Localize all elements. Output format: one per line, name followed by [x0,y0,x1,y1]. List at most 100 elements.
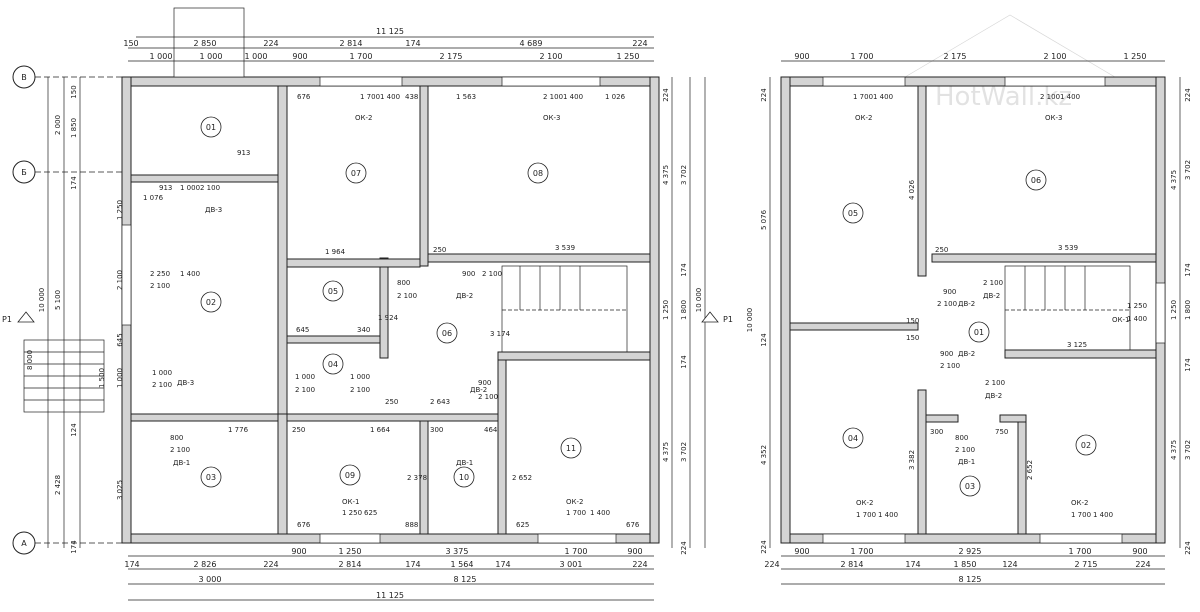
svg-text:224: 224 [1184,541,1192,555]
wall-inner-v6 [379,257,389,359]
svg-text:08: 08 [533,169,543,178]
svg-text:174: 174 [124,560,139,569]
svg-text:2 100: 2 100 [295,386,315,394]
svg-text:1 700: 1 700 [856,511,876,519]
svg-text:1 400: 1 400 [1127,315,1147,323]
svg-text:3 125: 3 125 [1067,341,1087,349]
svg-text:676: 676 [297,521,311,529]
svg-text:1 000: 1 000 [152,369,172,377]
svg-text:150: 150 [906,317,919,325]
svg-text:ОК-3: ОК-3 [543,114,560,122]
svg-text:Р1: Р1 [2,315,12,324]
svg-text:2 925: 2 925 [959,547,982,556]
svg-text:4 375: 4 375 [662,165,670,185]
left-dimensions: 150 1 850 174 1 250 2 100 645 1 000 1 50… [26,85,124,553]
section-mark: Р1 [701,311,733,324]
svg-text:01: 01 [974,328,984,337]
svg-text:10 000: 10 000 [695,288,703,313]
svg-text:1 000: 1 000 [180,184,200,192]
svg-text:124: 124 [1002,560,1017,569]
svg-text:ОК-1: ОК-1 [342,498,359,506]
svg-text:2 100: 2 100 [200,184,220,192]
svg-text:А: А [21,539,27,548]
svg-text:2 100: 2 100 [985,379,1005,387]
svg-text:174: 174 [70,176,78,190]
svg-text:2 100: 2 100 [482,270,502,278]
svg-text:1 400: 1 400 [590,509,610,517]
top-dimensions: 11 125 150 2 850 224 2 814 174 4 689 224… [123,27,647,61]
svg-text:2 100: 2 100 [1040,93,1060,101]
svg-text:1 250: 1 250 [116,200,124,220]
svg-text:ДВ-1: ДВ-1 [173,459,190,467]
svg-text:676: 676 [626,521,640,529]
svg-text:1 000: 1 000 [295,373,315,381]
svg-text:2 100: 2 100 [955,446,975,454]
svg-text:04: 04 [328,360,338,369]
svg-text:1 964: 1 964 [325,248,346,256]
svg-text:1 250: 1 250 [1127,302,1147,310]
svg-text:250: 250 [935,246,948,254]
svg-text:174: 174 [495,560,510,569]
wall-inner-v1 [277,85,288,415]
svg-text:1 026: 1 026 [605,93,626,101]
wall-inner-h5 [130,413,279,422]
svg-text:224: 224 [263,39,278,48]
svg-text:3 375: 3 375 [446,547,469,556]
svg-text:2 100: 2 100 [1044,52,1067,61]
svg-text:1 250: 1 250 [1170,300,1178,320]
svg-text:1 700: 1 700 [360,93,380,101]
svg-text:2 000: 2 000 [54,115,62,135]
svg-text:1 800: 1 800 [1184,300,1192,320]
svg-text:1 250: 1 250 [1124,52,1147,61]
svg-text:ОК-2: ОК-2 [856,499,873,507]
svg-text:1 000: 1 000 [200,52,223,61]
room-label: 02 [200,291,222,313]
svg-text:2 100: 2 100 [540,52,563,61]
wall-inner [931,253,1157,263]
wall-inner [917,389,927,535]
svg-text:900: 900 [794,547,809,556]
svg-text:03: 03 [965,482,975,491]
wall-inner [1017,414,1027,535]
svg-text:8 000: 8 000 [26,350,34,370]
wall-inner-h2 [286,258,421,268]
svg-text:900: 900 [292,52,307,61]
svg-text:2 250: 2 250 [150,270,170,278]
svg-text:900: 900 [627,547,642,556]
svg-text:438: 438 [405,93,418,101]
svg-text:150: 150 [70,85,78,98]
svg-text:04: 04 [848,434,858,443]
svg-text:300: 300 [930,428,943,436]
svg-text:174: 174 [680,263,688,277]
svg-text:676: 676 [297,93,311,101]
svg-text:250: 250 [292,426,305,434]
svg-text:800: 800 [397,279,410,287]
svg-text:2 850: 2 850 [194,39,217,48]
svg-text:224: 224 [632,39,647,48]
room-label: 04 [842,427,864,449]
svg-text:4 375: 4 375 [662,442,670,462]
svg-text:11 125: 11 125 [376,591,404,600]
svg-text:2 100: 2 100 [543,93,563,101]
room-label: 03 [200,466,222,488]
svg-text:05: 05 [848,209,858,218]
svg-text:3 000: 3 000 [199,575,222,584]
svg-text:224: 224 [1135,560,1150,569]
svg-text:ОК-2: ОК-2 [355,114,372,122]
svg-text:2 100: 2 100 [937,300,957,308]
svg-text:8 125: 8 125 [959,575,982,584]
room-label: 04 [322,353,344,375]
axis-marker-b: Б [12,160,122,184]
svg-text:1 000: 1 000 [150,52,173,61]
wall-left [780,76,791,544]
room-label: 01 [200,116,222,138]
window [822,533,906,544]
svg-text:ДВ-2: ДВ-2 [983,292,1000,300]
svg-text:645: 645 [296,326,309,334]
svg-text:2 643: 2 643 [430,398,450,406]
svg-text:02: 02 [206,298,216,307]
svg-text:ОК-2: ОК-2 [855,114,872,122]
svg-text:11 125: 11 125 [376,27,404,36]
section-mark: Р1 [2,311,35,324]
svg-text:03: 03 [206,473,216,482]
